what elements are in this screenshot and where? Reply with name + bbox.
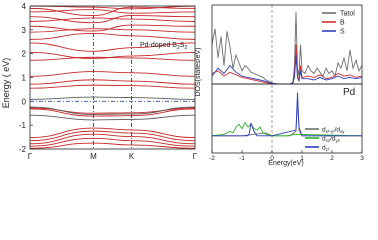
band-line: [29, 106, 196, 115]
legend-label: Tatol: [340, 11, 355, 18]
band-y-axis-label: Energy ( eV): [1, 58, 11, 109]
band-line: [29, 28, 196, 33]
band-line: [29, 71, 196, 77]
band-line: [29, 15, 196, 24]
band-annotation: Pd-doped B2S2: [140, 42, 187, 51]
band-x-tick-label: Γ: [28, 152, 33, 161]
dos-x-axis-label: Energy(eV): [268, 160, 303, 167]
dos-x-tick-label: 0: [270, 155, 274, 162]
band-x-tick-label: K: [129, 152, 135, 161]
high-symmetry-lines: [92, 6, 133, 149]
dos-x-tick-label: 2: [330, 155, 334, 162]
band-y-tick-labels: -2 -1 0 1 2 3 4: [19, 2, 33, 154]
legend-label: dz²: [322, 145, 330, 153]
band-line: [29, 79, 196, 85]
band-structure-chart: Energy ( eV) -2 -1 0 1 2 3 4 Γ M K Γ Pd-doped B2S…: [1, 2, 198, 161]
dos-x-tick-labels: -2 -1 0 1 2 3: [209, 150, 364, 162]
band-line: [29, 96, 196, 100]
band-line: [29, 6, 196, 16]
band-y-tick-label: 3: [22, 26, 27, 35]
band-line: [29, 137, 196, 147]
dos-line: [211, 44, 363, 85]
band-line: [29, 42, 196, 52]
dos-x-tick-label: -1: [239, 155, 245, 162]
pd-panel-label: Pd: [343, 87, 355, 98]
band-line: [29, 5, 196, 10]
band-y-tick-label: 2: [22, 50, 27, 59]
dos-x-tick-label: 1: [300, 155, 304, 162]
band-line: [29, 52, 196, 59]
band-y-tick-label: 1: [22, 74, 27, 83]
band-line: [29, 130, 196, 142]
dos-y-axis-label: DOS(states/eV): [195, 47, 202, 96]
band-line: [29, 142, 196, 149]
dos-x-tick-label: -2: [209, 155, 215, 162]
band-y-tick-label: 0: [22, 97, 27, 106]
dos-chart: DOS(states/eV) Energy(eV) -2 -1 0 1 2 3 Tatol…: [195, 4, 364, 167]
legend-label: dxz/dyz: [322, 136, 341, 144]
legend-label: S: [340, 29, 345, 36]
band-y-tick-label: 4: [22, 2, 27, 11]
band-line: [29, 32, 196, 40]
band-y-tick-label: -2: [19, 145, 27, 154]
band-line: [29, 24, 196, 32]
band-x-tick-label: M: [90, 152, 97, 161]
band-line: [29, 133, 196, 145]
figure: Energy ( eV) -2 -1 0 1 2 3 4 Γ M K Γ Pd-doped B2S…: [1, 2, 364, 167]
band-plot-frame: [29, 5, 196, 150]
band-y-tick-label: -1: [19, 121, 27, 130]
band-line: [29, 127, 196, 139]
band-lines: [29, 5, 196, 149]
dos-x-tick-label: 3: [360, 155, 364, 162]
dos-bottom-frame: [211, 83, 363, 154]
band-line: [29, 84, 196, 89]
legend-label: B: [340, 20, 345, 27]
band-line: [29, 108, 196, 117]
band-line: [29, 56, 196, 61]
band-x-tick-label: Γ: [193, 152, 198, 161]
legend-label: dx²-y²/dxy: [322, 127, 345, 135]
band-line: [29, 114, 196, 121]
dos-line: [211, 54, 363, 85]
